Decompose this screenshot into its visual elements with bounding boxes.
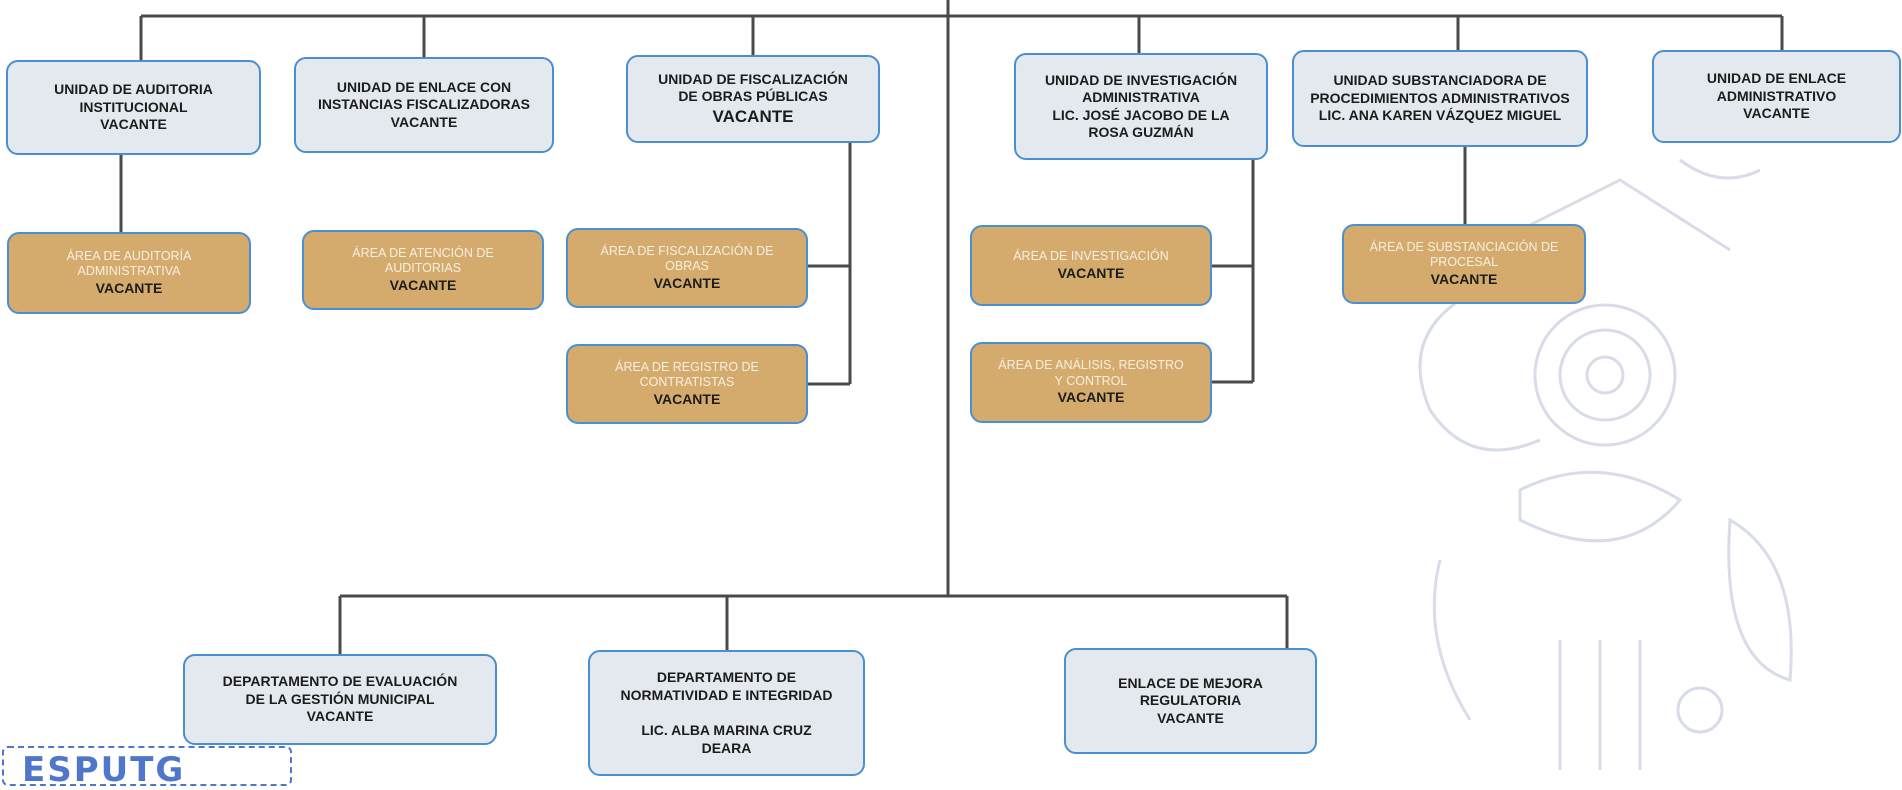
area-investigacion: ÁREA DE INVESTIGACIÓN VACANTE [970,225,1212,306]
unit-title-line: UNIDAD SUBSTANCIADORA DE [1333,72,1547,89]
area-status: VACANTE [653,390,721,407]
area-status: VACANTE [1057,389,1125,406]
unit-title-line: ADMINISTRATIVA [1082,89,1200,105]
dept-title-line: DEPARTAMENTO DE [656,669,797,685]
dept-status: VACANTE [306,708,374,725]
dept-status: VACANTE [1157,709,1224,726]
unit-title-line: DE OBRAS PÚBLICAS [678,88,828,105]
area-status: VACANTE [653,274,721,291]
dept-title-line: NORMATIVIDAD E INTEGRIDAD [620,686,833,703]
unit-substanciadora: UNIDAD SUBSTANCIADORA DE PROCEDIMIENTOS … [1292,50,1588,147]
area-title-line: ADMINISTRATIVA [77,264,181,279]
area-title-line: AUDITORIAS [384,261,462,276]
area-title-line: ÁREA DE ANÁLISIS, REGISTRO [998,358,1184,373]
unit-status: VACANTE [100,116,167,133]
stamp-mark: ESPUTG [2,746,292,790]
unit-investigacion-administrativa: UNIDAD DE INVESTIGACIÓN ADMINISTRATIVA L… [1014,53,1268,160]
area-title-line: ÁREA DE ATENCIÓN DE [352,245,494,260]
enlace-mejora-regulatoria: ENLACE DE MEJORA REGULATORIA VACANTE [1064,648,1317,754]
unit-title-line: UNIDAD DE AUDITORIA [54,81,213,98]
dept-evaluacion-gestion: DEPARTAMENTO DE EVALUACIÓN DE LA GESTIÓN… [183,654,497,745]
area-title-line: ÁREA DE SUBSTANCIACIÓN DE [1369,239,1559,254]
unit-status: VACANTE [390,113,458,130]
dept-head-name: DEARA [701,739,752,756]
area-atencion-auditorias: ÁREA DE ATENCIÓN DE AUDITORIAS VACANTE [302,230,544,310]
area-title-line: CONTRATISTAS [639,375,735,390]
dept-head-name: LIC. ALBA MARINA CRUZ [641,722,812,738]
area-status: VACANTE [1430,270,1498,287]
area-title-line: Y CONTROL [1054,373,1128,388]
area-title-line: ÁREA DE FISCALIZACIÓN DE [600,243,774,258]
area-title-line: ÁREA DE AUDITORÍA [66,248,192,263]
unit-head-name: ROSA GUZMÁN [1088,124,1194,140]
area-status: VACANTE [389,276,457,293]
unit-status: VACANTE [1743,105,1810,122]
unit-status: VACANTE [712,106,794,126]
stamp-text: ESPUTG [22,750,186,790]
area-status: VACANTE [95,279,163,296]
area-auditoria-administrativa: ÁREA DE AUDITORÍA ADMINISTRATIVA VACANTE [7,232,251,314]
area-title-line: PROCESAL [1429,255,1499,270]
unit-fiscalizacion-obras: UNIDAD DE FISCALIZACIÓN DE OBRAS PÚBLICA… [626,55,880,143]
area-analisis-registro-control: ÁREA DE ANÁLISIS, REGISTRO Y CONTROL VAC… [970,342,1212,423]
area-fiscalizacion-obras: ÁREA DE FISCALIZACIÓN DE OBRAS VACANTE [566,228,808,308]
dept-title-line: DE LA GESTIÓN MUNICIPAL [245,690,435,707]
area-title-line: ÁREA DE REGISTRO DE [615,359,759,374]
unit-title-line: UNIDAD DE INVESTIGACIÓN [1044,71,1238,88]
unit-title-line: INSTITUCIONAL [79,98,188,115]
unit-enlace-instancias: UNIDAD DE ENLACE CON INSTANCIAS FISCALIZ… [294,57,554,153]
unit-head-name: LIC. ANA KAREN VÁZQUEZ MIGUEL [1318,107,1562,124]
unit-title-line: UNIDAD DE ENLACE CON [336,78,512,95]
dept-normatividad-integridad: DEPARTAMENTO DE NORMATIVIDAD E INTEGRIDA… [588,650,865,776]
unit-head-name: LIC. JOSÉ JACOBO DE LA [1052,106,1230,123]
area-registro-contratistas: ÁREA DE REGISTRO DE CONTRATISTAS VACANTE [566,344,808,424]
unit-auditoria-institucional: UNIDAD DE AUDITORIA INSTITUCIONAL VACANT… [6,60,261,155]
area-title-line: ÁREA DE INVESTIGACIÓN [1013,248,1169,263]
area-status: VACANTE [1057,264,1125,281]
unit-enlace-administrativo: UNIDAD DE ENLACE ADMINISTRATIVO VACANTE [1652,50,1901,143]
unit-title-line: PROCEDIMIENTOS ADMINISTRATIVOS [1310,89,1570,106]
area-substanciacion-procesal: ÁREA DE SUBSTANCIACIÓN DE PROCESAL VACAN… [1342,224,1586,304]
dept-title-line: ENLACE DE MEJORA [1118,674,1263,691]
unit-title-line: ADMINISTRATIVO [1716,87,1837,104]
dept-title-line: REGULATORIA [1139,692,1242,709]
dept-title-line: DEPARTAMENTO DE EVALUACIÓN [222,673,458,690]
area-title-line: OBRAS [665,259,709,274]
unit-title-line: INSTANCIAS FISCALIZADORAS [317,96,531,113]
unit-title-line: UNIDAD DE ENLACE [1706,70,1847,87]
unit-title-line: UNIDAD DE FISCALIZACIÓN [658,70,848,87]
